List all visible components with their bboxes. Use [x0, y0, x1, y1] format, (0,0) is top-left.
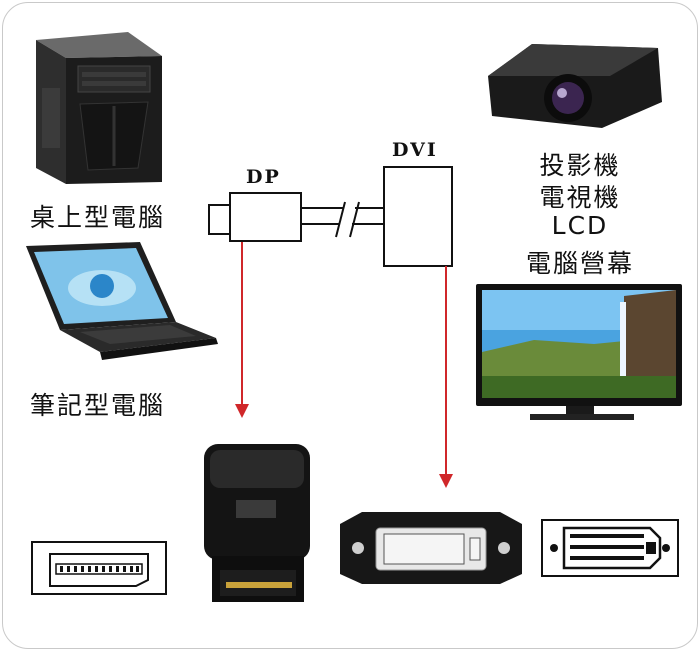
dp-port-diagram	[31, 541, 167, 595]
dp-label: DP	[246, 166, 281, 188]
desktop-tower-image	[36, 32, 162, 184]
dvi-port-diagram	[541, 519, 679, 577]
dvi-female-adapter-image	[340, 512, 522, 584]
projector-label-line-1: 投影機	[539, 151, 621, 180]
dp-connector-body	[229, 192, 302, 242]
laptop-label: 筆記型電腦	[30, 391, 166, 420]
projector-image	[488, 44, 662, 128]
projector-label-line-4: 電腦營幕	[525, 249, 634, 278]
dp-male-plug-image	[204, 444, 310, 602]
dp-arrow-head	[235, 404, 249, 418]
dvi-connector-body	[383, 166, 453, 267]
lcd-tv-image	[476, 284, 682, 420]
cable-break-mark-1	[335, 201, 346, 238]
desktop-label: 桌上型電腦	[30, 203, 166, 232]
laptop-image	[26, 242, 218, 360]
dp-plug-tip	[208, 204, 232, 235]
dvi-arrow-head	[439, 474, 453, 488]
projector-label-line-3: LCD	[551, 211, 609, 240]
projector-label-line-2: 電視機	[539, 183, 621, 212]
dvi-label: DVI	[392, 139, 438, 161]
